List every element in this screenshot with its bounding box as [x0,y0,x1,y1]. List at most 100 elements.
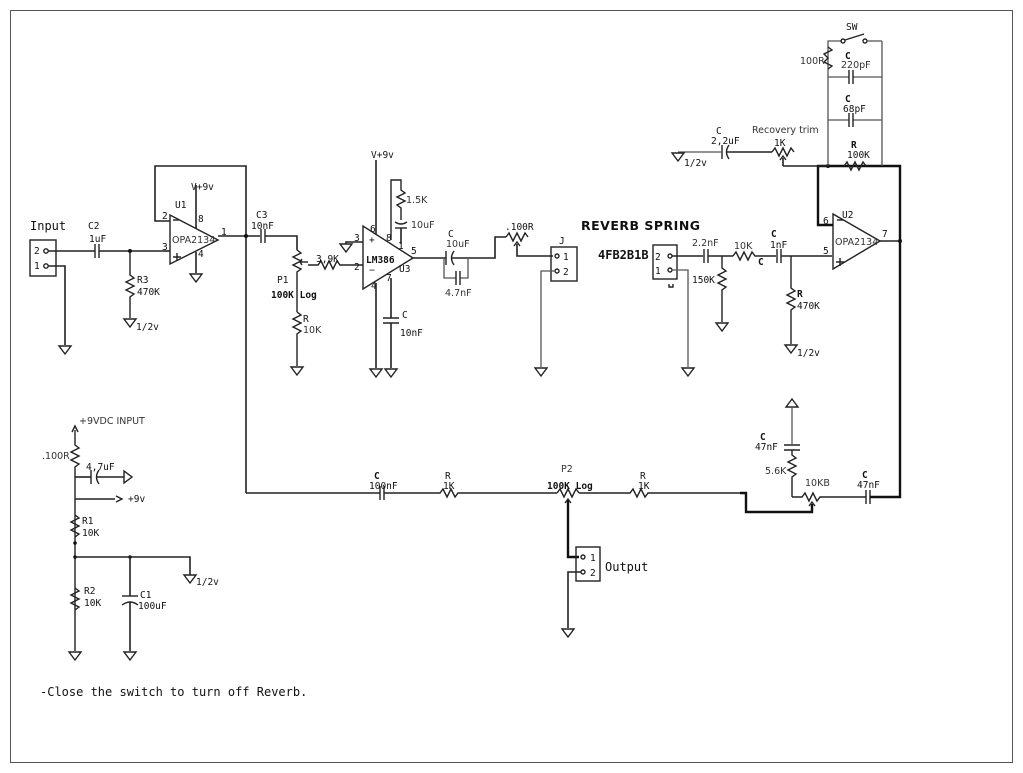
amplifier-u3[interactable] [362,224,415,291]
u3-pin-8: 8 [386,233,392,244]
r-100k-ref: R [851,140,857,151]
psu-ref-node: 1/2v [196,577,219,588]
resistor-10k[interactable] [732,250,776,262]
p1-value: 100K Log [271,290,317,301]
tank-model: 4FB2B1B [598,248,649,262]
c-2n2-value: 2.2nF [692,238,719,249]
p1-ref: P1 [277,275,289,286]
r-dry-ref: R [445,471,451,482]
potentiometer-10kb[interactable] [792,491,866,503]
resistor-r2[interactable] [69,587,81,611]
resistor-1k-wet[interactable] [579,487,740,499]
c-4n7-value: 4.7nF [445,288,472,299]
resistor-5k6[interactable] [786,450,798,497]
jack-j-pin-1: 1 [563,252,569,263]
potentiometer-p1[interactable] [291,249,303,312]
resistor-r3[interactable] [124,251,136,318]
resistor-3k9[interactable] [308,259,363,271]
resistor-psu-100r[interactable] [69,430,81,651]
opamp-u1[interactable] [169,213,220,266]
c-100nf-ref: C [374,471,380,482]
reverb-spring-title: REVERB SPRING [581,218,701,233]
r3-value: 470K [137,287,160,298]
jack-j-pin-2: 2 [563,267,569,278]
u3-minus: − [369,265,375,276]
capacitor-c2[interactable] [94,244,100,258]
u1-ref: U1 [175,200,187,211]
footnote: -Close the switch to turn off Reverb. [40,685,307,699]
capacitor-u3-pin7[interactable] [383,317,399,324]
r3-ref-node: 1/2v [136,322,159,333]
c-1nf-value: 1nF [770,240,787,251]
pot-10kb-value: 10KB [805,478,830,489]
r-100r-sw-value: 100R [800,56,825,67]
output-pin-2: 2 [590,568,596,579]
r-5k6-value: 5.6K [765,466,787,477]
p2-value: 100K Log [547,481,593,492]
resistor-100k-fb[interactable] [843,160,867,172]
u3-pin-5: 5 [411,246,417,257]
switch-sw[interactable] [840,38,846,44]
u3-ref: U3 [399,264,410,275]
output-jack[interactable] [575,546,601,582]
r3-ref: R3 [137,275,148,286]
p2-ref: P2 [561,464,573,475]
c3-ref: C3 [256,210,267,221]
c-out-value: 10uF [446,239,470,250]
u2-pin-5: 5 [823,246,829,257]
trim-100r[interactable] [505,231,529,243]
c-out-ref: C [448,229,454,240]
u3-supply: V+9v [371,150,394,161]
u3-part: LM386 [366,255,395,266]
c-100nf-value: 100nF [369,481,398,492]
u1-pin-2: 2 [162,211,168,222]
resistor-1k5[interactable] [390,179,407,240]
capacitor-4n7[interactable] [455,271,461,285]
jack-j[interactable] [550,246,578,282]
c1-ref: C1 [140,590,152,601]
resistor-100r-sw[interactable] [822,46,834,70]
opamp-u2[interactable] [832,212,882,271]
input-jack[interactable]: 2 1 [29,239,57,277]
resistor-r1[interactable] [69,514,81,538]
u1-pin-8: 8 [198,214,204,225]
capacitor-47nf-out[interactable] [865,490,871,504]
u3-pin-1: 1 [398,241,404,252]
c-2u2-ref-node: 1/2v [684,158,707,169]
r1-value: 10K [82,528,99,539]
capacitor-47nf-top[interactable] [784,444,800,451]
tank-pin-2: 2 [655,252,661,263]
r-p1-value: 10K [303,325,322,336]
c-u3-7-ref: C [402,310,408,321]
capacitor-1nf[interactable] [776,249,782,263]
c2-value: 1uF [89,234,106,245]
c-220pf-ref: C [845,51,851,62]
r-1k5-value: 1.5K [406,195,428,206]
u3-pin-2: 2 [354,262,360,273]
capacitor-220pf[interactable] [848,70,854,84]
capacitor-68pf[interactable] [848,113,854,127]
ground-icon [58,345,72,355]
c-68pf-value: 68pF [843,104,866,115]
psu-rail-label: +9v [128,494,145,505]
potentiometer-p2[interactable] [556,487,580,499]
recovery-trim[interactable] [771,146,795,158]
r-470k-ref-node: 1/2v [797,348,820,359]
resistor-p1-bottom[interactable] [291,311,303,366]
r2-value: 10K [84,598,101,609]
u1-pin-4: 4 [198,249,204,260]
resistor-1k-dry[interactable] [384,487,557,499]
resistor-470k[interactable] [785,256,797,344]
capacitor-2n2[interactable] [703,249,709,263]
input-label: Input [30,219,66,233]
c-47nf-top-ref: C [760,432,766,443]
c-10uf-gain-value: 10uF [411,220,435,231]
c-label-mid: C [758,257,764,268]
r-3k9-value: 3,9K [316,254,339,265]
r-wet-value: 1K [638,481,650,492]
resistor-150k[interactable] [716,256,728,322]
input-pin-2: 2 [34,246,40,257]
output-pin-1: 1 [590,553,596,564]
u1-supply: V+9v [191,182,214,193]
